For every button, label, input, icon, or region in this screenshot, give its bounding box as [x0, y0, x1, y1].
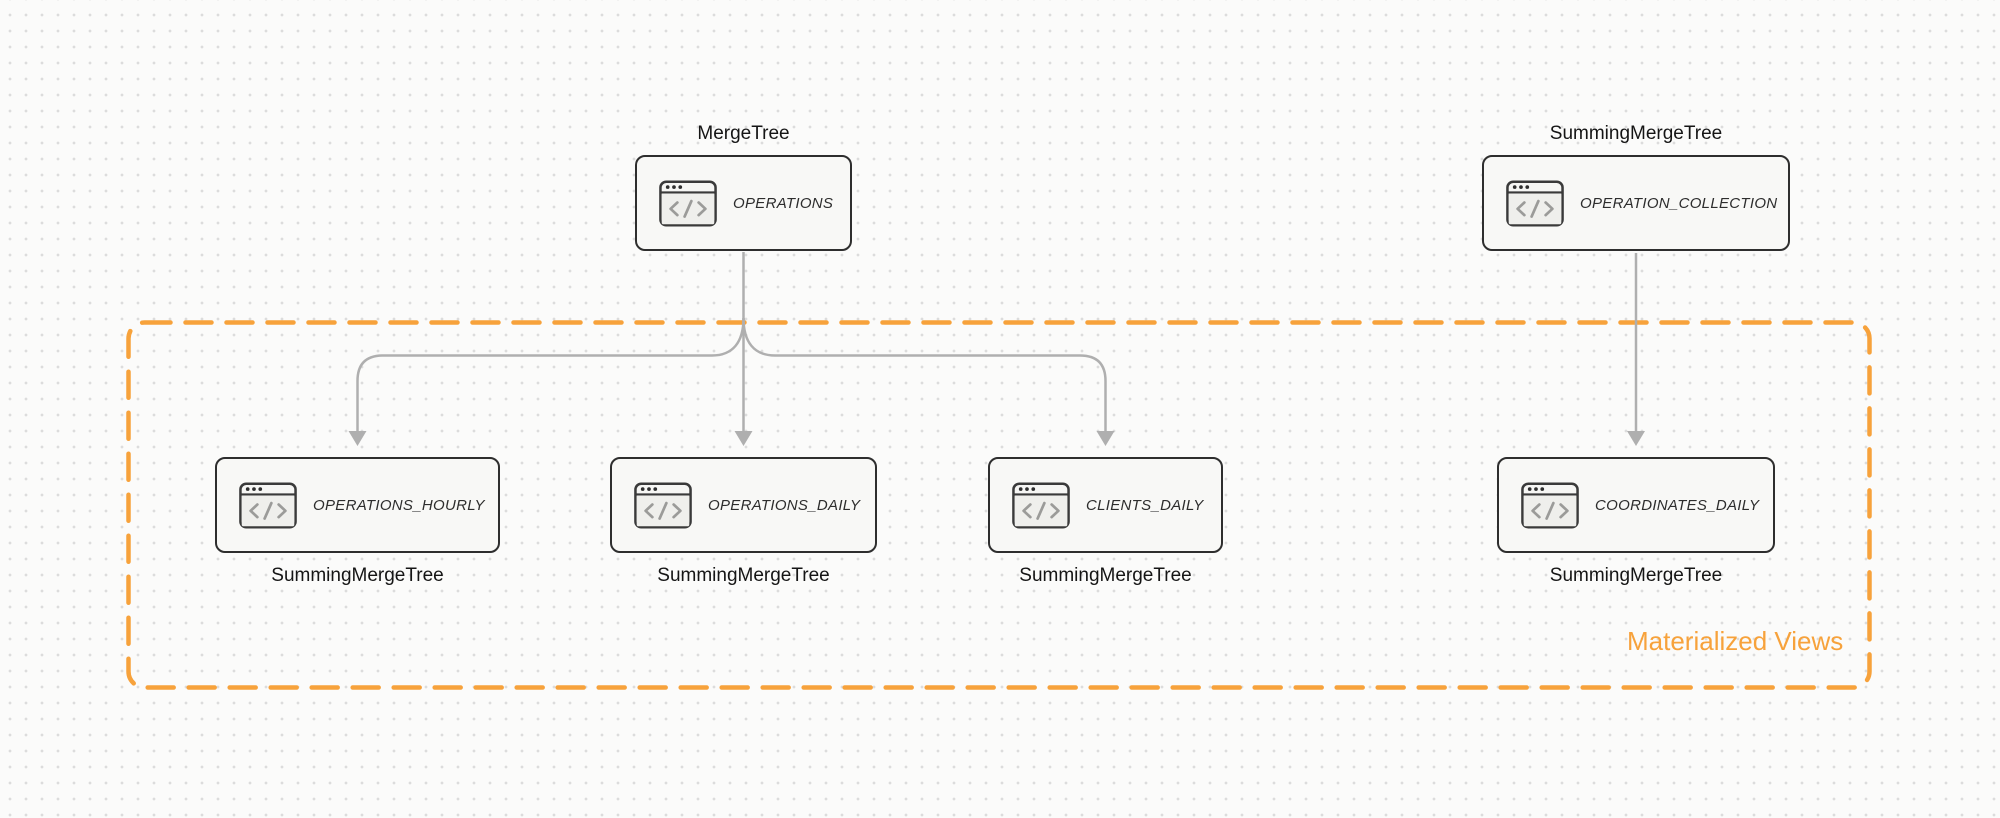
node-box-coordinates-daily[interactable]: COORDINATES_DAILY	[1497, 457, 1775, 553]
node-operations: MergeTree OPERATIONS	[635, 120, 852, 251]
engine-caption: SummingMergeTree	[1019, 565, 1192, 586]
engine-caption: SummingMergeTree	[657, 565, 830, 586]
edge-operations-to-operations-daily	[734, 252, 753, 446]
edge-operations-to-operations-hourly	[348, 317, 745, 446]
node-title: COORDINATES_DAILY	[1595, 496, 1760, 514]
node-operations-hourly: OPERATIONS_HOURLY SummingMergeTree	[215, 457, 500, 589]
code-window-icon	[634, 481, 692, 529]
edge-operations-to-clients-daily	[742, 317, 1115, 446]
node-operations-daily: OPERATIONS_DAILY SummingMergeTree	[610, 457, 877, 589]
node-title: OPERATIONS	[733, 194, 834, 212]
materialized-views-group-border	[126, 320, 1872, 690]
engine-caption: SummingMergeTree	[1549, 123, 1723, 144]
node-box-operations-hourly[interactable]: OPERATIONS_HOURLY	[215, 457, 500, 553]
node-box-clients-daily[interactable]: CLIENTS_DAILY	[988, 457, 1223, 553]
node-box-operations-daily[interactable]: OPERATIONS_DAILY	[610, 457, 877, 553]
code-window-icon	[239, 481, 297, 529]
node-clients-daily: CLIENTS_DAILY SummingMergeTree	[988, 457, 1223, 589]
node-box-operation-collection[interactable]: OPERATION_COLLECTION	[1482, 155, 1790, 251]
node-coordinates-daily: COORDINATES_DAILY SummingMergeTree	[1497, 457, 1775, 589]
code-window-icon	[1506, 179, 1564, 227]
engine-caption: SummingMergeTree	[1549, 565, 1723, 586]
node-title: OPERATIONS_DAILY	[708, 496, 861, 514]
code-window-icon	[659, 179, 717, 227]
materialized-views-group-label: Materialized Views	[1627, 626, 1844, 656]
edge-operation-collection-to-coordinates-daily	[1627, 253, 1645, 446]
node-title: CLIENTS_DAILY	[1086, 496, 1204, 514]
node-title: OPERATION_COLLECTION	[1580, 194, 1778, 212]
node-operation-collection: SummingMergeTree OPERATION_COLLECTION	[1482, 120, 1790, 251]
code-window-icon	[1521, 481, 1579, 529]
engine-caption: MergeTree	[697, 123, 790, 144]
code-window-icon	[1012, 481, 1070, 529]
engine-caption: SummingMergeTree	[271, 565, 444, 586]
node-box-operations[interactable]: OPERATIONS	[635, 155, 852, 251]
node-title: OPERATIONS_HOURLY	[313, 496, 485, 514]
